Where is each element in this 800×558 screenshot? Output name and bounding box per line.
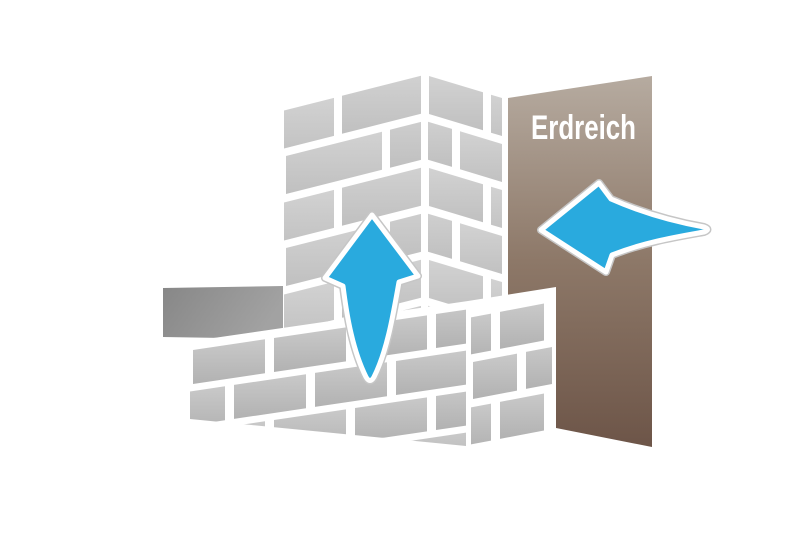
brick	[284, 97, 334, 161]
brick	[284, 189, 334, 253]
rising-damp-arrow-shape	[322, 212, 421, 383]
brick	[112, 433, 184, 478]
brick	[342, 163, 421, 226]
brick	[153, 468, 225, 513]
soil-moisture-arrow	[537, 179, 712, 276]
brick	[315, 444, 387, 446]
brick	[420, 454, 464, 499]
background-wall-panel	[163, 286, 283, 339]
brick	[134, 124, 230, 186]
brick	[72, 398, 144, 443]
brick	[286, 131, 382, 194]
brick	[460, 223, 502, 278]
brick	[72, 480, 144, 525]
brick	[471, 403, 491, 448]
brick	[390, 105, 421, 168]
brick	[429, 168, 483, 223]
brick	[473, 443, 517, 448]
brick	[526, 343, 552, 389]
brick	[284, 281, 334, 345]
brick	[193, 339, 265, 384]
rising-damp-arrow	[321, 211, 422, 385]
brick	[355, 397, 427, 442]
brick	[112, 351, 184, 396]
brick	[436, 303, 466, 348]
brick	[428, 204, 452, 259]
soil-moisture-arrow-shape	[538, 180, 710, 275]
brick	[429, 260, 483, 315]
brick	[182, 158, 278, 220]
brick	[390, 197, 421, 260]
brick	[429, 76, 483, 131]
brick	[500, 393, 544, 439]
brick	[428, 112, 452, 167]
brick-walls	[72, 71, 556, 525]
brick	[234, 374, 306, 419]
brick	[473, 353, 517, 399]
brick	[190, 386, 225, 431]
brick	[471, 313, 491, 359]
brick	[526, 433, 552, 448]
brick	[342, 71, 421, 134]
brick	[234, 456, 306, 501]
brick	[500, 303, 544, 349]
soil-label: Erdreich	[531, 109, 636, 147]
brick	[274, 327, 346, 372]
brick	[134, 216, 230, 278]
brick	[460, 131, 502, 186]
brick	[436, 385, 466, 430]
brick	[396, 350, 466, 395]
